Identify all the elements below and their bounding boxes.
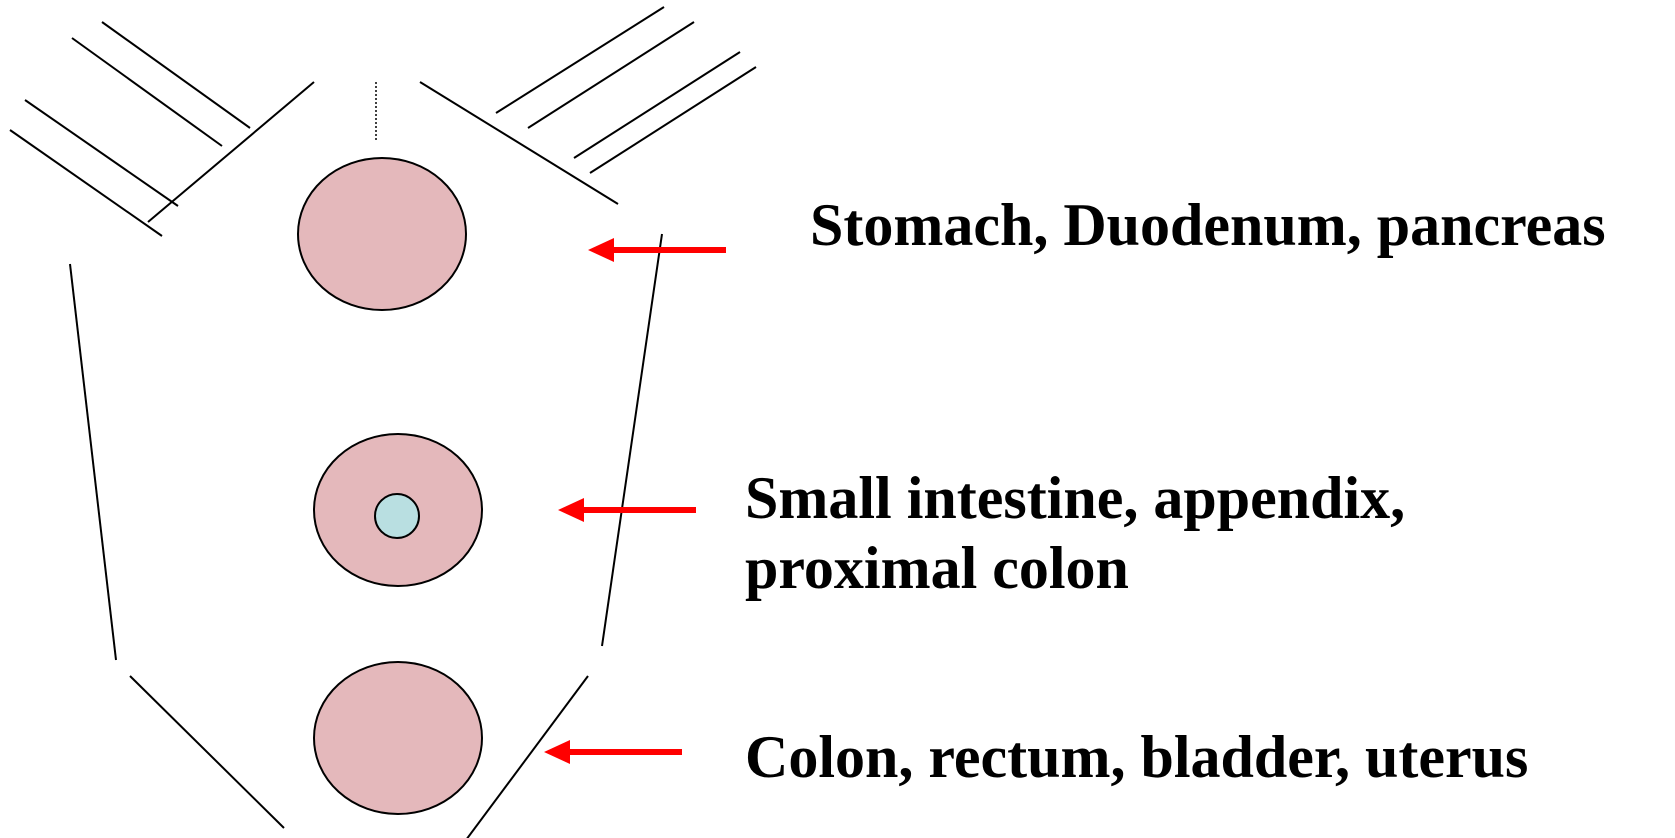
midgut-level — [314, 434, 696, 586]
abdomen-side-right — [602, 234, 662, 646]
pelvic-line-left — [130, 676, 284, 828]
hindgut-label: Colon, rectum, bladder, uterus — [745, 722, 1528, 792]
foregut-label: Stomach, Duodenum, pancreas — [810, 190, 1606, 260]
foregut-label-line: Stomach, Duodenum, pancreas — [810, 190, 1606, 260]
midgut-label: Small intestine, appendix, proximal colo… — [745, 463, 1405, 603]
costal-margin-left — [148, 82, 314, 222]
foregut-arrow — [588, 238, 726, 262]
midgut-arrow — [558, 498, 696, 522]
rib-line — [25, 100, 178, 206]
costal-margin-right — [420, 82, 618, 204]
rib-line — [590, 67, 756, 173]
hindgut-level — [314, 662, 682, 814]
hindgut-arrow — [544, 740, 682, 764]
rib-line — [574, 52, 740, 158]
hindgut-organ-disc — [314, 662, 482, 814]
midgut-inner-circle — [375, 494, 419, 538]
midgut-label-line-2: proximal colon — [745, 533, 1405, 603]
rib-line — [10, 130, 162, 236]
hindgut-label-line: Colon, rectum, bladder, uterus — [745, 722, 1528, 792]
abdomen-side-left — [70, 264, 116, 660]
foregut-organ-disc — [298, 158, 466, 310]
rib-line — [496, 7, 664, 113]
rib-line — [528, 22, 694, 128]
midgut-label-line-1: Small intestine, appendix, — [745, 463, 1405, 533]
